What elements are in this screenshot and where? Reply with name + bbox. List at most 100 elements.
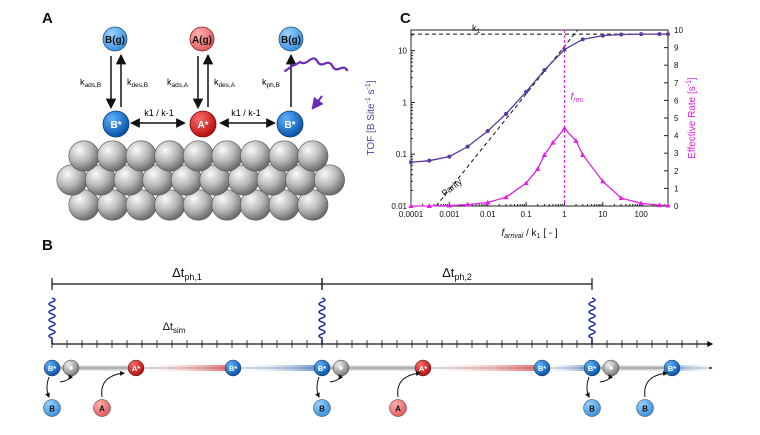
site-release-arrow: [329, 374, 344, 383]
effective-rate-point: [561, 125, 568, 131]
svg-text:B*: B*: [110, 120, 121, 131]
timeline-adsorbate-label: A*: [132, 364, 140, 373]
site-release-arrow: [59, 374, 74, 383]
tof-point: [562, 47, 567, 52]
rate-ads-b: kads,B: [80, 77, 101, 89]
timeline-adsorbate-label: B*: [229, 364, 237, 373]
effective-rate-point: [573, 138, 579, 143]
tof-point: [409, 160, 413, 165]
x-tick-label: 1: [562, 210, 567, 219]
rate-des-a: kdes,A: [214, 77, 236, 89]
surface-atom: [125, 140, 157, 172]
timeline-gas-label: B: [642, 405, 648, 414]
f-res-label: fres: [570, 92, 583, 104]
timeline-gas-species: A: [389, 399, 407, 417]
panel-a-label: A: [42, 10, 53, 27]
timeline-gas-species: B: [313, 399, 331, 417]
tof-point: [524, 89, 529, 94]
timeline-adsorbate: A*: [127, 359, 145, 377]
x-tick-label: 0.0001: [399, 210, 424, 219]
y-left-tick-label: 0.01: [391, 202, 407, 211]
timeline-gas-species: A: [93, 399, 111, 417]
adsorption-arrow: [101, 370, 125, 398]
photon-pulse-icon: [588, 297, 596, 344]
surface-atom: [268, 140, 300, 172]
gas-molecule-b-left: B(g): [102, 26, 128, 52]
effective-rate-point: [446, 202, 452, 208]
surface-atom: [182, 140, 214, 172]
interval-label: Δtph,2: [442, 265, 472, 282]
effective-rate-point: [600, 178, 606, 184]
gas-label-b-left: B(g): [105, 35, 125, 46]
timeline-adsorbate-label: A*: [419, 364, 427, 373]
y-right-tick-label: 4: [674, 132, 679, 141]
parity-line: [435, 29, 578, 207]
gas-label-b-right: B(g): [281, 35, 301, 46]
surface-atom: [297, 140, 329, 172]
effective-rate-series-line: [411, 127, 669, 207]
surface-atom: [68, 140, 100, 172]
gas-molecule-b-right: B(g): [278, 26, 304, 52]
effective-rate-point: [465, 201, 471, 207]
desorption-arrow: [585, 376, 590, 398]
tof-series-line: [410, 33, 668, 163]
effective-rate-point: [541, 152, 547, 157]
tof-point: [485, 129, 490, 134]
timeline-adsorbate: B*: [43, 359, 61, 377]
effective-rate-point: [638, 200, 644, 206]
svg-text:A*: A*: [197, 120, 208, 131]
timeline-adsorbate-label: B*: [588, 364, 596, 373]
y-left-axis-label: TOF [B Site-1 s-1]: [365, 80, 377, 155]
tof-point: [657, 32, 662, 37]
hop-label-left: k1 / k-1: [144, 108, 174, 118]
y-right-tick-label: 3: [674, 149, 679, 158]
photon-pulse-icon: [318, 297, 326, 344]
y-right-tick-label: 9: [674, 44, 679, 53]
gas-molecule-a: A(g): [189, 26, 215, 52]
timeline-gas-label: B: [319, 405, 325, 414]
y-left-tick-label: 1: [403, 98, 408, 107]
interval-label: Δtph,1: [172, 265, 202, 282]
timeline-adsorbate: B*: [313, 359, 331, 377]
rate-ads-a: kads,A: [167, 77, 189, 89]
rate-des-b: kdes,B: [127, 77, 148, 89]
y-right-tick-label: 8: [674, 61, 679, 70]
y-left-tick-label: 10: [398, 47, 407, 56]
effective-rate-point: [426, 203, 432, 208]
y-right-tick-label: 0: [674, 202, 679, 211]
surface-atom: [313, 164, 345, 196]
effective-rate-point: [618, 195, 624, 201]
x-axis-label: farrival / k1 [ - ]: [501, 228, 558, 240]
tof-point: [465, 144, 470, 149]
timeline-gas-label: B: [589, 405, 595, 414]
y-right-axis-label: Effective Rate [s-1]: [686, 77, 698, 159]
parity-label: Parity: [440, 176, 465, 198]
adsorption-arrow: [397, 370, 421, 398]
sim-step-label: Δtsim: [163, 321, 186, 335]
timeline-adsorbate-label: B*: [318, 364, 326, 373]
timeline-gas-species: B: [583, 399, 601, 417]
x-tick-label: 0.01: [480, 210, 496, 219]
timeline-adsorbate: B*: [583, 359, 601, 377]
panel-b-label: B: [42, 237, 53, 254]
svg-text:B*: B*: [284, 120, 295, 131]
tof-point: [427, 158, 432, 163]
tof-point: [504, 111, 509, 116]
panel-c-label: C: [400, 10, 411, 27]
tof-point: [666, 32, 670, 37]
y-right-tick-label: 1: [674, 184, 679, 193]
y-right-tick-label: 2: [674, 167, 679, 176]
y-right-tick-label: 10: [674, 26, 683, 35]
surface-atom: [97, 140, 129, 172]
y-right-tick-label: 7: [674, 79, 679, 88]
surface-atom: [154, 140, 186, 172]
surface-slab: [56, 140, 345, 221]
rate-ph-b: kph,B: [262, 77, 280, 89]
timeline-gas-species: B: [43, 399, 61, 417]
desorption-arrow: [45, 376, 50, 398]
adsorption-arrow: [644, 370, 668, 398]
adsorbate-a: A*: [189, 110, 217, 138]
tof-point: [447, 154, 452, 159]
